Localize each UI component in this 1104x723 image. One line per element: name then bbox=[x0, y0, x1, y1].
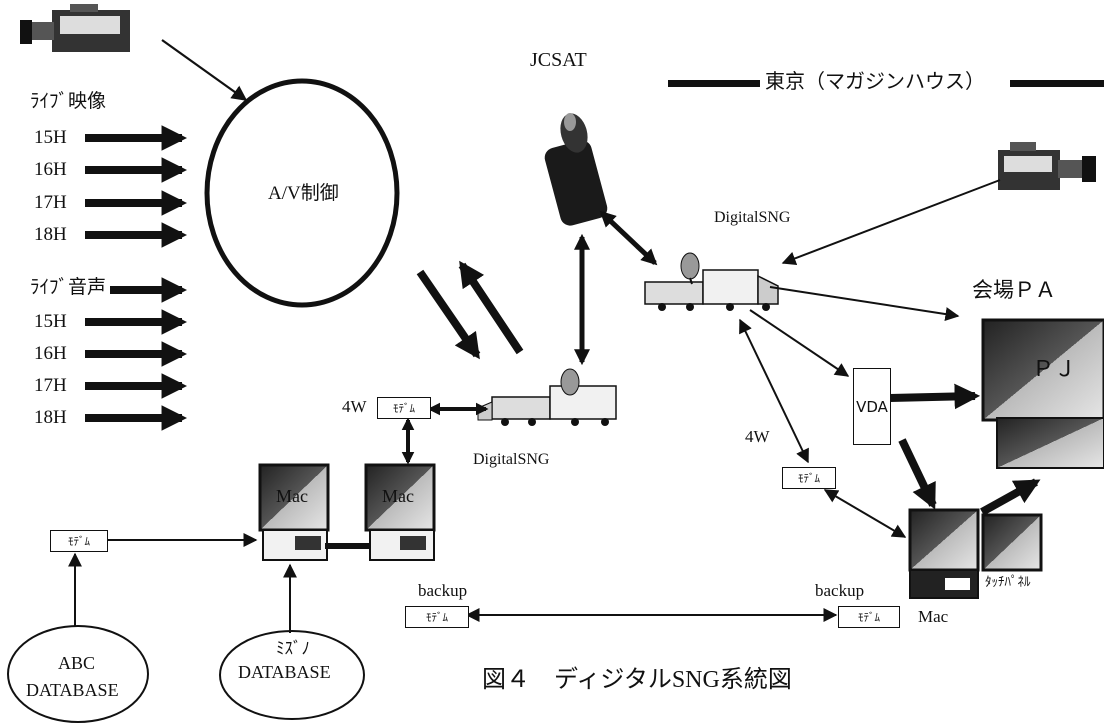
mac-left-icon bbox=[260, 465, 328, 560]
camera-to-av-arrow bbox=[162, 40, 246, 100]
modem-abc-label: ﾓﾃﾞﾑ bbox=[68, 533, 90, 549]
sng-to-vda-arrow bbox=[750, 310, 848, 376]
video-hour-16: 16H bbox=[34, 160, 67, 179]
av-to-sng-arrow bbox=[420, 272, 477, 355]
mizuno-db-line1: ﾐｽﾞﾉ bbox=[276, 641, 310, 658]
sng-to-pj-arrow bbox=[770, 287, 958, 316]
touch-panel-icon bbox=[983, 515, 1041, 570]
live-video-arrows bbox=[85, 138, 182, 235]
satellite-label: JCSAT bbox=[530, 50, 587, 70]
live-audio-label: ﾗｲﾌﾞ音声 bbox=[30, 278, 106, 297]
audio-hour-18: 18H bbox=[34, 408, 67, 427]
mac-bottom-label: Mac bbox=[918, 608, 948, 625]
audio-hour-16: 16H bbox=[34, 344, 67, 363]
modem-abc-box: ﾓﾃﾞﾑ bbox=[50, 530, 108, 552]
sng-bottom-label: DigitalSNG bbox=[473, 452, 549, 468]
backup-right-label: backup bbox=[815, 582, 864, 599]
four-w-left-label: 4W bbox=[342, 398, 367, 415]
sng-truck-bottom-icon bbox=[478, 369, 616, 426]
modem-right-label: ﾓﾃﾞﾑ bbox=[798, 470, 820, 486]
touch-panel-label: ﾀｯﾁﾊﾟﾈﾙ bbox=[985, 576, 1031, 589]
video-hour-15: 15H bbox=[34, 128, 67, 147]
camera-to-sng-arrow bbox=[783, 180, 1000, 263]
camera-right-icon bbox=[998, 142, 1096, 190]
tokyo-label: 東京（マガジンハウス） bbox=[765, 72, 985, 92]
diagram-caption: 図４ ディジタルSNG系統図 bbox=[482, 668, 792, 692]
abc-db-line2: DATABASE bbox=[26, 681, 119, 699]
sng-top-label: DigitalSNG bbox=[714, 210, 790, 226]
audio-hour-15: 15H bbox=[34, 312, 67, 331]
venue-pa-label: 会場ＰＡ bbox=[972, 280, 1056, 301]
mizuno-db-line2: DATABASE bbox=[238, 663, 331, 681]
modem-right-box: ﾓﾃﾞﾑ bbox=[782, 467, 836, 489]
modem-left-box: ﾓﾃﾞﾑ bbox=[377, 397, 431, 419]
vda-label: VDA bbox=[856, 398, 888, 416]
modem-backup-right-label: ﾓﾃﾞﾑ bbox=[858, 609, 880, 625]
audio-hour-17: 17H bbox=[34, 376, 67, 395]
abc-db-line1: ABC bbox=[58, 654, 95, 672]
satellite-icon bbox=[542, 110, 609, 228]
live-audio-arrows bbox=[85, 290, 182, 418]
modem-backup-left-box: ﾓﾃﾞﾑ bbox=[405, 606, 469, 628]
mac-middle-label: Mac bbox=[382, 487, 414, 505]
mac-left-label: Mac bbox=[276, 487, 308, 505]
video-hour-17: 17H bbox=[34, 193, 67, 212]
video-hour-18: 18H bbox=[34, 225, 67, 244]
av-control-label: A/V制御 bbox=[268, 184, 339, 203]
vda-box: VDA bbox=[853, 368, 891, 445]
four-w-right-label: 4W bbox=[745, 428, 770, 445]
modem-mac-link bbox=[825, 490, 905, 537]
modem-left-label: ﾓﾃﾞﾑ bbox=[393, 400, 415, 416]
live-video-label: ﾗｲﾌﾞ映像 bbox=[30, 92, 106, 111]
pj-screen-icon bbox=[983, 320, 1104, 468]
modem-backup-left-label: ﾓﾃﾞﾑ bbox=[426, 609, 448, 625]
sng-truck-top-icon bbox=[645, 253, 778, 311]
mac-right-icon bbox=[910, 510, 978, 598]
mac-to-pj-arrow bbox=[982, 482, 1036, 512]
vda-to-mac-arrow bbox=[902, 440, 933, 505]
camera-icon bbox=[20, 4, 130, 52]
pj-label: ＰＪ bbox=[1032, 358, 1076, 380]
modem-backup-right-box: ﾓﾃﾞﾑ bbox=[838, 606, 900, 628]
backup-left-label: backup bbox=[418, 582, 467, 599]
vda-to-pj-arrow bbox=[890, 396, 975, 398]
mac-middle-icon bbox=[366, 465, 434, 560]
mac-link-cable bbox=[325, 543, 370, 549]
satellite-top-link bbox=[602, 213, 655, 263]
abc-database-ellipse bbox=[8, 626, 148, 722]
